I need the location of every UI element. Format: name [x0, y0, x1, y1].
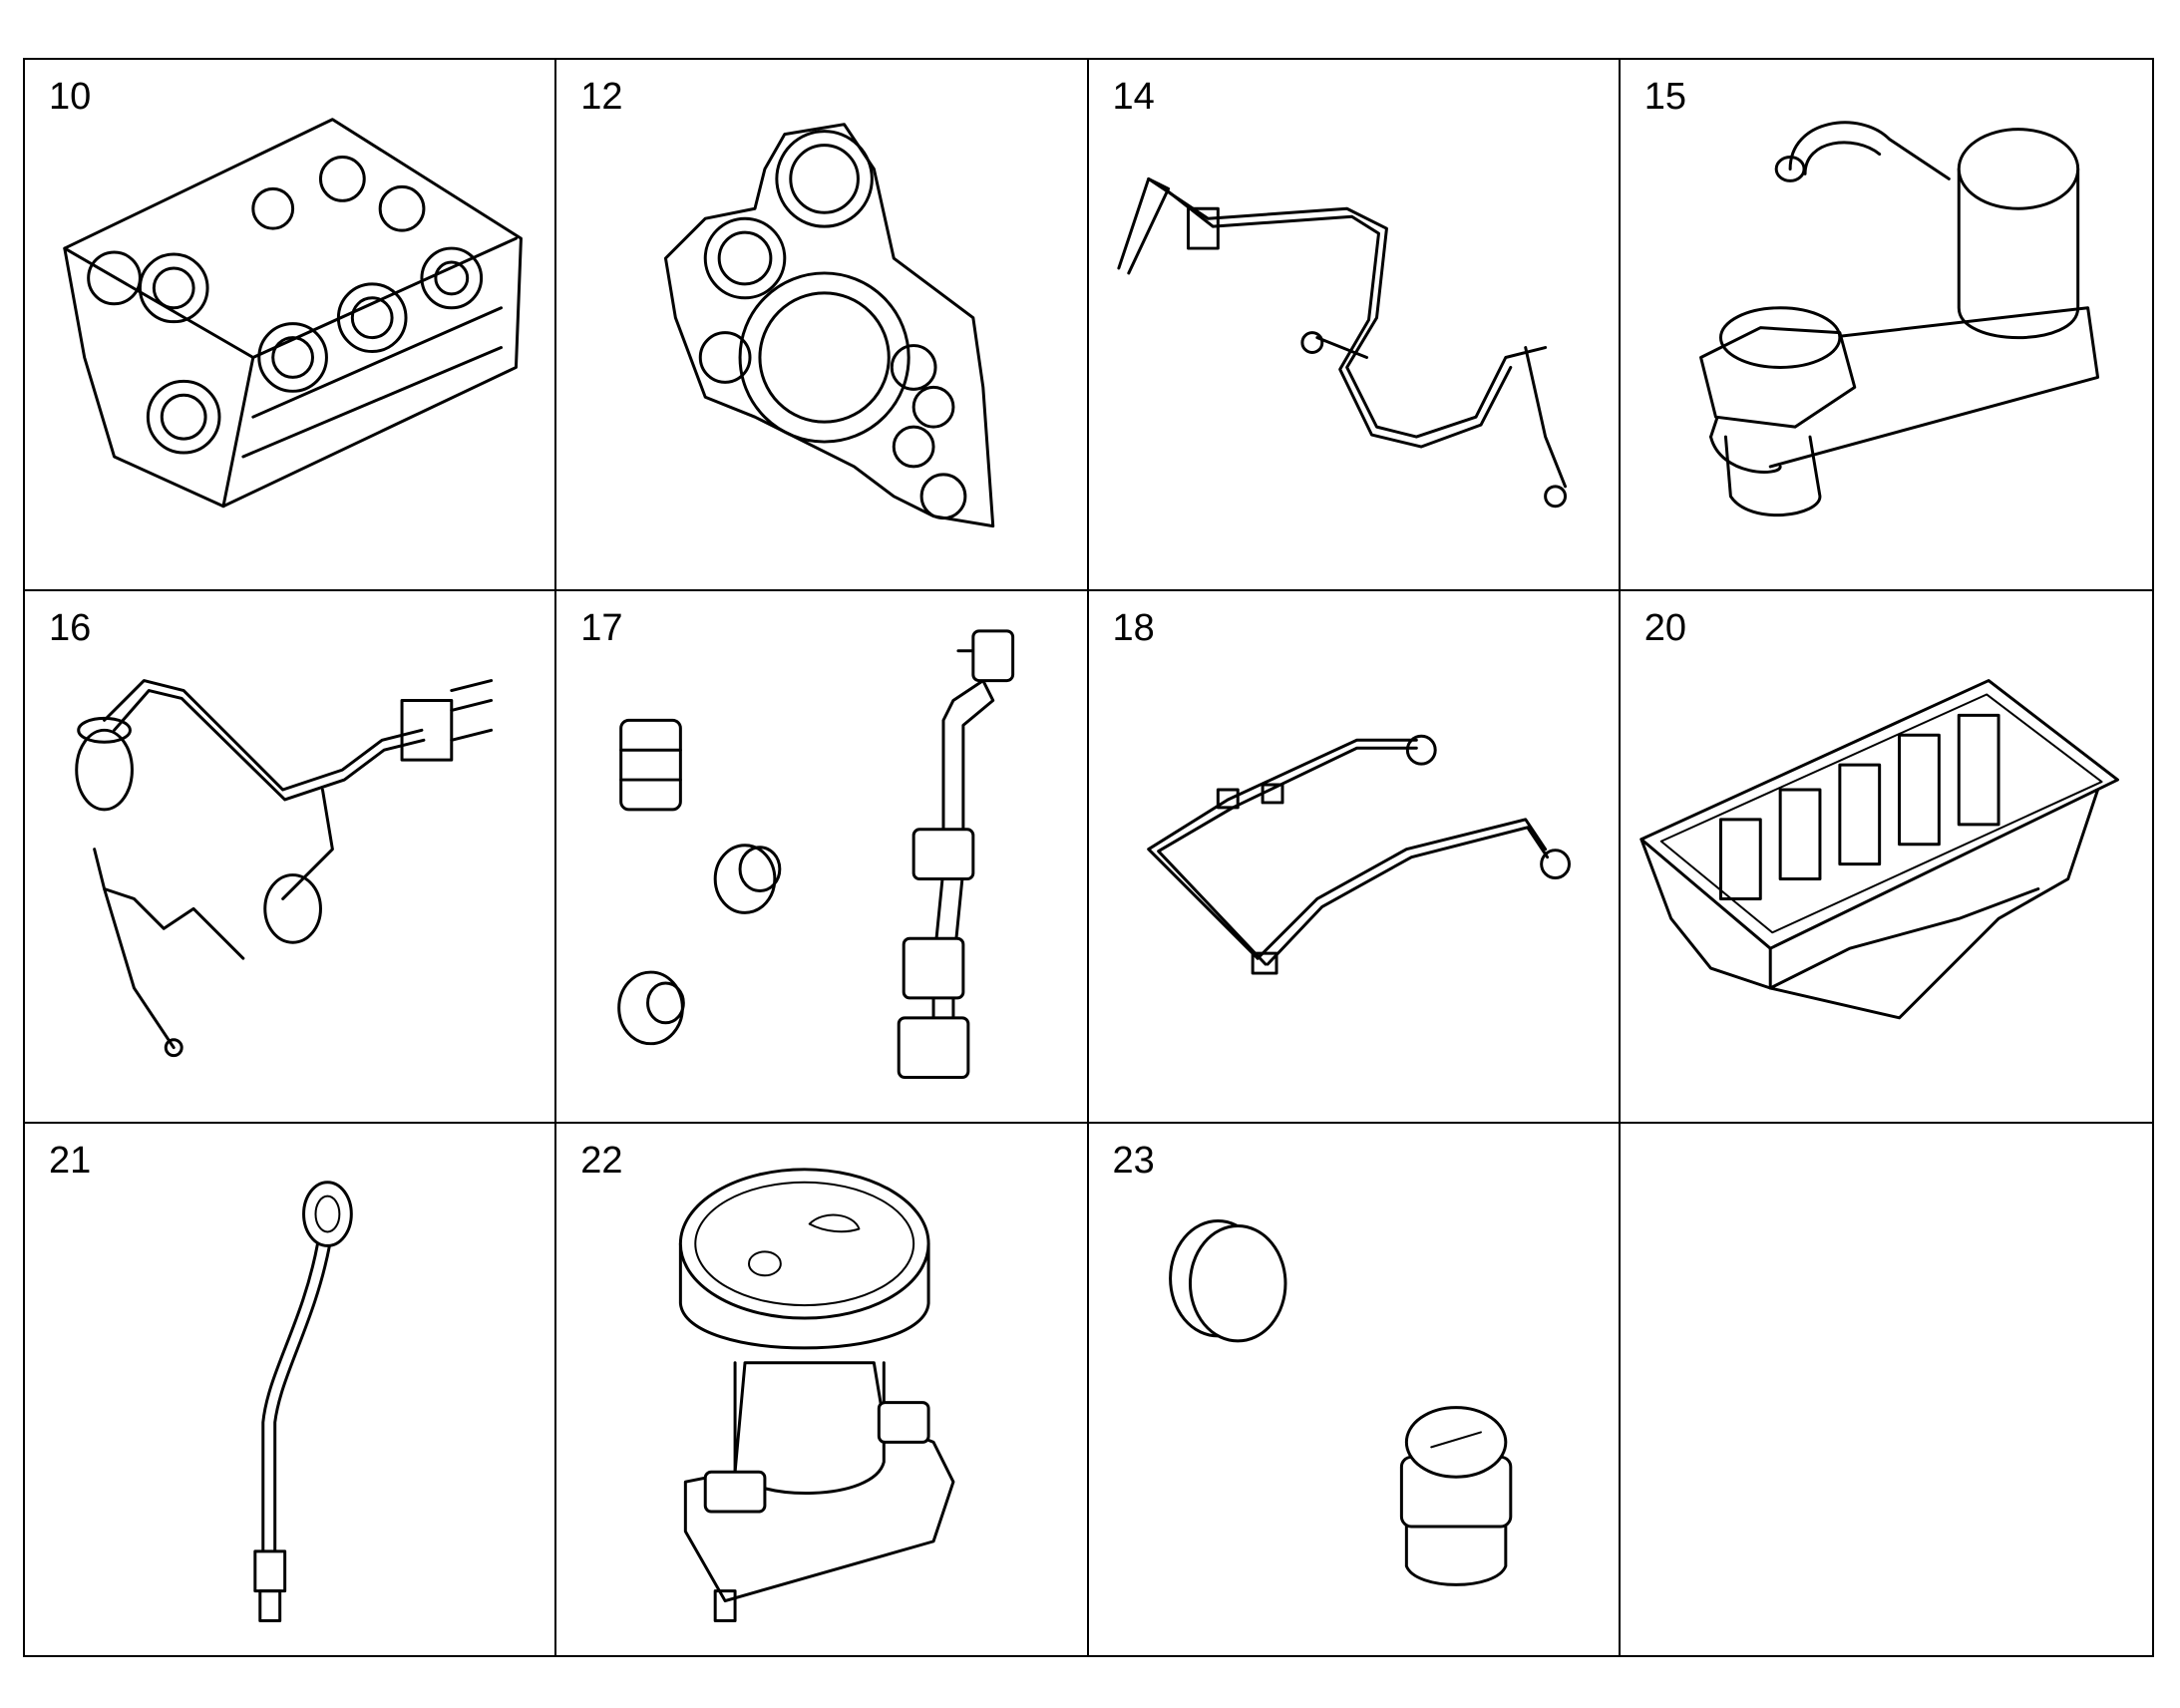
dipstick-icon [253, 1180, 353, 1622]
timing-cover-icon [664, 123, 995, 528]
plugs-and-fittings-icon [617, 629, 1015, 1080]
part-number: 15 [1643, 76, 1687, 118]
part-cell-20[interactable]: 20 [1620, 591, 2152, 1124]
oil-filler-cap-icon [679, 1167, 955, 1622]
screw-plugs-icon [1168, 1218, 1512, 1586]
engine-block-icon [63, 118, 523, 509]
part-number: 14 [1112, 76, 1155, 118]
part-cell-14[interactable]: 14 [1088, 60, 1621, 592]
pipe-assembly-icon [1146, 735, 1571, 975]
part-number: 17 [580, 607, 623, 650]
part-cell-16[interactable]: 16 [25, 591, 557, 1124]
part-number: 22 [580, 1139, 623, 1182]
part-cell-15[interactable]: 15 [1620, 60, 2152, 592]
part-number: 16 [49, 607, 92, 650]
oil-pan-icon [1639, 679, 2119, 1020]
empty-cell [1621, 1124, 2152, 1655]
part-cell-22[interactable]: 22 [556, 1123, 1089, 1655]
part-number: 18 [1112, 607, 1155, 650]
pipe-assembly-icon [1116, 176, 1567, 509]
oil-filter-housing-icon [1698, 121, 2099, 517]
part-cell-10[interactable]: 10 [25, 60, 557, 592]
wiring-harness-icon [75, 679, 494, 1058]
part-cell-17[interactable]: 17 [556, 591, 1089, 1124]
part-number: 10 [49, 76, 92, 118]
parts-grid: 10 12 [23, 58, 2154, 1657]
part-cell-18[interactable]: 18 [1088, 591, 1621, 1124]
part-number: 23 [1112, 1139, 1155, 1182]
part-number: 12 [580, 76, 623, 118]
part-cell-12[interactable]: 12 [556, 60, 1089, 592]
part-cell-23[interactable]: 23 [1089, 1123, 1621, 1655]
part-number: 21 [49, 1139, 92, 1182]
part-number: 20 [1643, 607, 1687, 650]
part-cell-21[interactable]: 21 [25, 1123, 557, 1655]
